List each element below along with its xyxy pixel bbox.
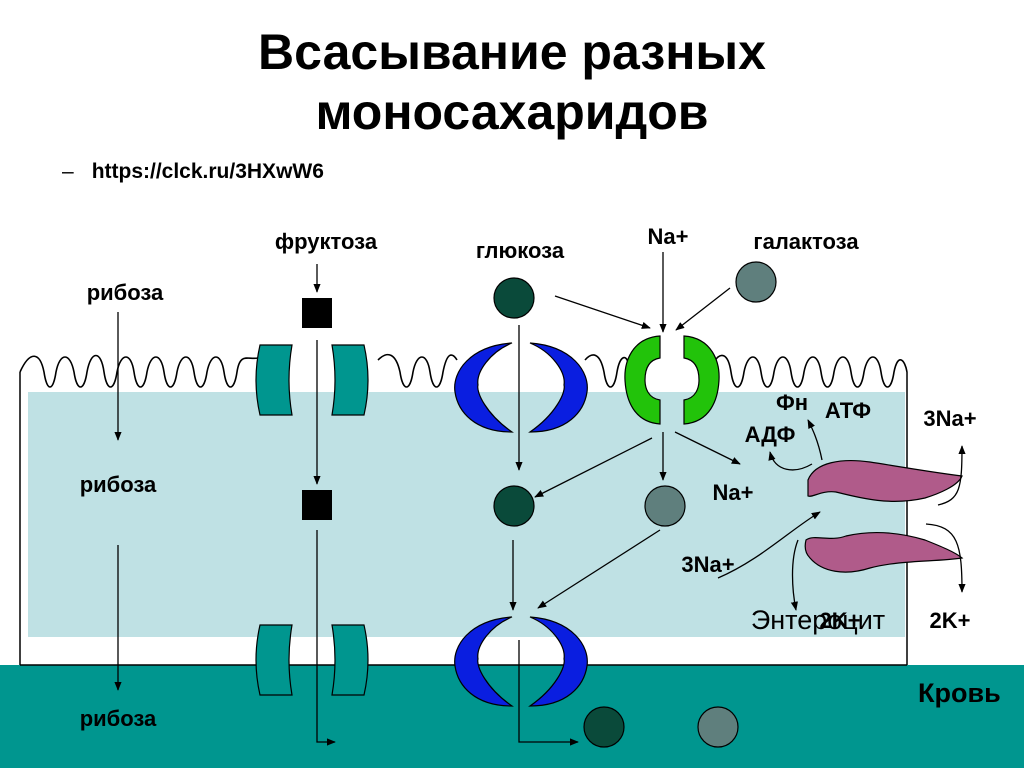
adp-label: АДФ [745,422,796,447]
k2-overlap-label: 2K+ [820,608,861,633]
glucose-ball-inside [493,485,535,527]
glucose-to-sglt-arrow [554,295,651,329]
sglt-to-na-arrow [674,431,741,465]
na3-in-arrow [717,511,821,579]
glucose-to-basal-arrow [537,529,661,609]
na3-out-arrow [937,445,966,506]
na-cell-label: Na+ [713,480,754,505]
ribose-bottom-label: рибоза [80,706,157,731]
glucose-label: глюкоза [476,238,565,263]
glucose-ball-blood [583,706,625,748]
sglt1-transporter [624,335,720,425]
arrows [114,252,966,746]
galactose-to-sglt-arrow [675,287,731,331]
fructose-arrow-to-blood [316,530,336,746]
galactose-ball-outside [735,261,777,303]
source-link[interactable]: –https://clck.ru/3HXwW6 [62,160,324,184]
adp-arrow [768,451,813,471]
k2-right-label: 2K+ [930,608,971,633]
enterocyte-body [28,392,905,637]
fructose-molecule-outside [302,298,332,328]
enterocyte-label: Энтероцит [751,605,885,635]
glut5-basal-transporter [255,624,369,696]
glucose-arrow-to-blood [518,640,579,746]
na-k-pump [804,459,964,573]
galactose-label: галактоза [753,229,859,254]
atp-label: АТФ [825,398,871,423]
ribose-mid-label: рибоза [80,472,157,497]
glucose-basal-transporter [454,616,588,707]
na3-right-label: 3Na+ [923,406,976,431]
atp-arrow [807,419,823,461]
blood-band [0,665,1024,768]
na-top-label: Na+ [648,224,689,249]
k2-in-arrow-1 [790,539,799,611]
microvilli-border [19,353,908,388]
source-link-text[interactable]: https://clck.ru/3HXwW6 [91,160,324,183]
na3-cell-label: 3Na+ [681,552,734,577]
ribose-top-label: рибоза [87,280,164,305]
bullet-dash: – [62,160,74,183]
glut5-apical-transporter [255,344,369,416]
blood-label: Кровь [918,678,1001,708]
sglt-to-glucose-arrow [534,437,653,498]
fructose-label: фруктоза [275,229,378,254]
galactose-ball-blood [697,706,739,748]
fn-label: Фн [776,390,808,415]
fructose-molecule-inside [302,490,332,520]
galactose-ball-inside [644,485,686,527]
k2-out-arrow [925,523,966,593]
glucose-apical-transporter [454,342,588,433]
glucose-ball-outside [493,277,535,319]
